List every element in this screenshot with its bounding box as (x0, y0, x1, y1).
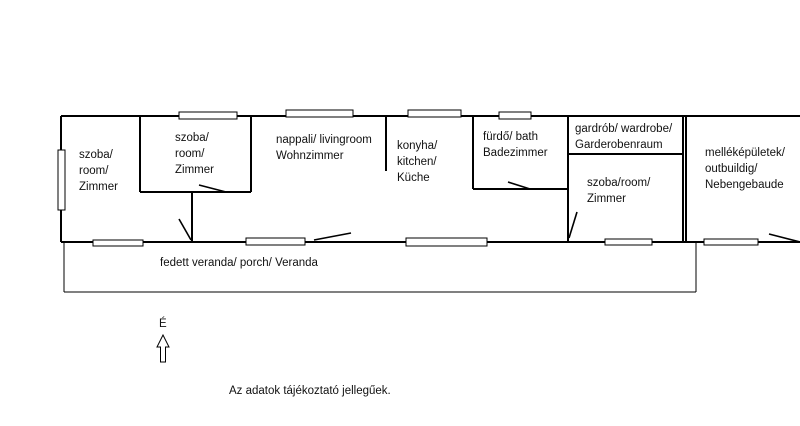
north-arrow-icon (156, 333, 170, 363)
wardrobe-label: gardrób/ wardrobe/ Garderobenraum (575, 123, 673, 151)
door-swing (507, 181, 531, 190)
disclaimer-note: Az adatok tájékoztató jellegűek. (229, 385, 391, 397)
door-swing (178, 218, 192, 241)
window (285, 109, 354, 118)
room2-label: szoba/ room/ Zimmer (175, 132, 214, 176)
window (604, 238, 653, 246)
window (405, 237, 488, 247)
window (498, 111, 532, 120)
window (57, 149, 66, 211)
window (703, 238, 759, 246)
livingroom-label: nappali/ livingroom Wohnzimmer (276, 134, 372, 162)
window (245, 237, 306, 246)
bathroom-label: fürdő/ bath Badezimmer (483, 131, 548, 159)
compass-label: É (159, 318, 167, 330)
door-swing (313, 232, 352, 241)
outbuilding-label: melléképületek/ outbuildig/ Nebengebaude (705, 147, 785, 191)
door-swing (568, 211, 578, 239)
veranda-label: fedett veranda/ porch/ Veranda (160, 257, 318, 269)
window (92, 239, 144, 247)
room3-label: szoba/room/ Zimmer (587, 177, 651, 205)
room1-label: szoba/ room/ Zimmer (79, 149, 118, 193)
window (178, 111, 238, 120)
door-swing (768, 233, 800, 243)
door-swing (198, 184, 227, 193)
kitchen-label: konyha/ kitchen/ Küche (397, 140, 438, 184)
window (407, 109, 462, 118)
